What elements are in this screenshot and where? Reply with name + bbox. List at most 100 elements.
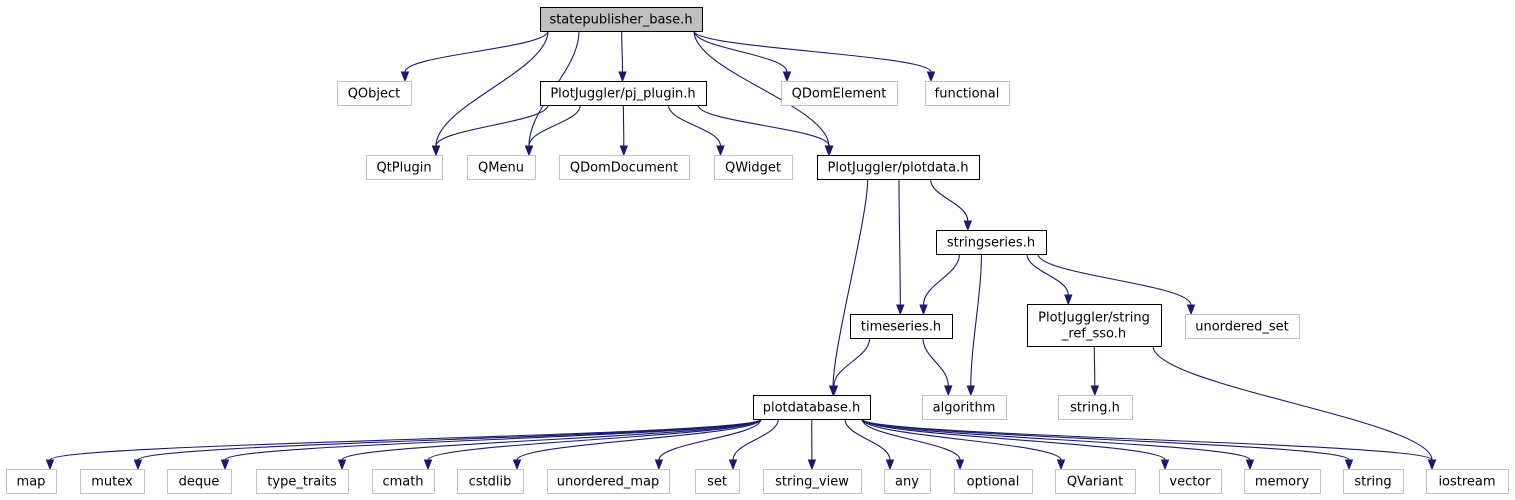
node-unordered_set: unordered_set <box>1185 314 1300 339</box>
edge-arrowhead <box>807 459 817 471</box>
edge-arrowhead <box>728 459 738 471</box>
edge-statepublisher-to-functional <box>693 30 936 83</box>
node-map: map <box>6 469 57 494</box>
node-box <box>714 155 793 180</box>
edge-pj_plugin-to-plotdata <box>697 104 834 157</box>
node-box <box>337 81 412 106</box>
edge-arrowhead <box>1160 459 1170 471</box>
node-label: string.h <box>1070 401 1120 416</box>
edge-arrowhead <box>782 71 792 83</box>
node-label: _ref_sso.h <box>1061 327 1126 342</box>
node-memory: memory <box>1244 469 1321 494</box>
node-label: mutex <box>91 475 133 490</box>
node-box <box>547 469 670 494</box>
edge-line <box>861 418 1350 461</box>
node-box <box>1027 304 1162 347</box>
edge-arrowhead <box>1245 459 1255 471</box>
edge-plotdatabase-to-cmath <box>423 418 762 471</box>
edge-line <box>970 253 983 387</box>
edge-stringseries-to-timeseries <box>919 253 961 316</box>
node-label: deque <box>179 475 220 490</box>
node-box <box>540 7 703 32</box>
node-label: unordered_map <box>557 475 660 490</box>
node-label: plotdatabase.h <box>763 401 861 416</box>
edge-line <box>693 30 932 73</box>
edge-arrowhead <box>885 459 895 471</box>
node-algorithm: algorithm <box>922 395 1007 420</box>
node-label: map <box>17 475 46 490</box>
node-unordered_map: unordered_map <box>547 469 670 494</box>
edge-plotdatabase-to-mutex <box>133 418 762 471</box>
edge-line <box>832 178 869 387</box>
edge-line <box>833 337 871 387</box>
node-label: PlotJuggler/pj_plugin.h <box>550 87 695 102</box>
edge-line <box>861 418 1433 461</box>
node-label: QtPlugin <box>376 161 431 176</box>
node-box <box>925 81 1010 106</box>
edge-line <box>435 104 549 147</box>
node-stringseries[interactable]: stringseries.h <box>936 230 1047 255</box>
node-box <box>1244 469 1321 494</box>
node-box <box>884 469 931 494</box>
node-label: string_view <box>775 475 849 490</box>
edge-line <box>516 418 762 461</box>
node-string_view: string_view <box>763 469 862 494</box>
edge-stringseries-to-string_ref_sso <box>1026 253 1073 306</box>
edge-string_ref_sso-to-string_h <box>1090 345 1100 397</box>
node-plotdatabase[interactable]: plotdatabase.h <box>753 395 871 420</box>
node-pj_plugin[interactable]: PlotJuggler/pj_plugin.h <box>540 81 707 106</box>
edge-plotdatabase-to-set <box>728 418 779 471</box>
node-label: unordered_set <box>1195 320 1288 335</box>
edge-plotdatabase-to-deque <box>220 418 762 471</box>
edge-pj_plugin-to-qtplugin <box>431 104 549 157</box>
node-box <box>922 395 1007 420</box>
edge-statepublisher-to-qobject <box>400 30 549 83</box>
edge-arrowhead <box>955 459 965 471</box>
node-box <box>936 230 1047 255</box>
edge-pj_plugin-to-qdomdocument <box>619 104 629 157</box>
edge-arrowhead <box>716 145 725 157</box>
edge-line <box>1026 253 1069 296</box>
edge-line <box>404 30 549 73</box>
edge-arrowhead <box>919 304 928 316</box>
edge-statepublisher-to-pj_plugin <box>618 30 627 83</box>
node-label: QMenu <box>478 161 524 176</box>
node-label: QDomDocument <box>570 161 678 176</box>
node-label: set <box>707 475 727 490</box>
edge-arrowhead <box>963 220 973 232</box>
node-label: QWidget <box>725 161 781 176</box>
edge-line <box>435 30 549 147</box>
edge-arrowhead <box>1186 304 1196 316</box>
node-box <box>540 81 707 106</box>
node-string_ref_sso[interactable]: PlotJuggler/string_ref_sso.h <box>1027 304 1162 347</box>
edge-timeseries-to-plotdatabase <box>829 337 871 397</box>
node-label: cmath <box>382 475 423 490</box>
node-box <box>467 155 536 180</box>
edge-line <box>224 418 762 461</box>
node-plotdata[interactable]: PlotJuggler/plotdata.h <box>817 155 980 180</box>
edge-line <box>732 418 779 461</box>
edge-line <box>1037 253 1192 306</box>
node-box <box>850 314 953 339</box>
node-box <box>695 469 740 494</box>
edge-arrowhead <box>337 459 347 471</box>
edge-plotdatabase-to-iostream <box>861 418 1437 471</box>
edge-pj_plugin-to-qmenu <box>524 104 581 157</box>
edge-arrowhead <box>512 459 522 471</box>
node-timeseries[interactable]: timeseries.h <box>850 314 953 339</box>
edge-stringseries-to-unordered_set <box>1037 253 1196 316</box>
edge-line <box>1152 345 1433 461</box>
edge-line <box>929 178 969 222</box>
node-box <box>763 469 862 494</box>
edge-plotdata-to-plotdatabase <box>828 178 869 397</box>
node-statepublisher[interactable]: statepublisher_base.h <box>540 7 703 32</box>
edge-line <box>693 30 830 147</box>
node-box <box>457 469 524 494</box>
node-cmath: cmath <box>372 469 435 494</box>
edge-line <box>697 104 830 147</box>
edge-line <box>1093 345 1096 387</box>
edge-arrowhead <box>423 459 433 471</box>
node-label: any <box>895 475 919 490</box>
node-label: cstdlib <box>469 475 512 490</box>
node-label: statepublisher_base.h <box>549 13 692 28</box>
